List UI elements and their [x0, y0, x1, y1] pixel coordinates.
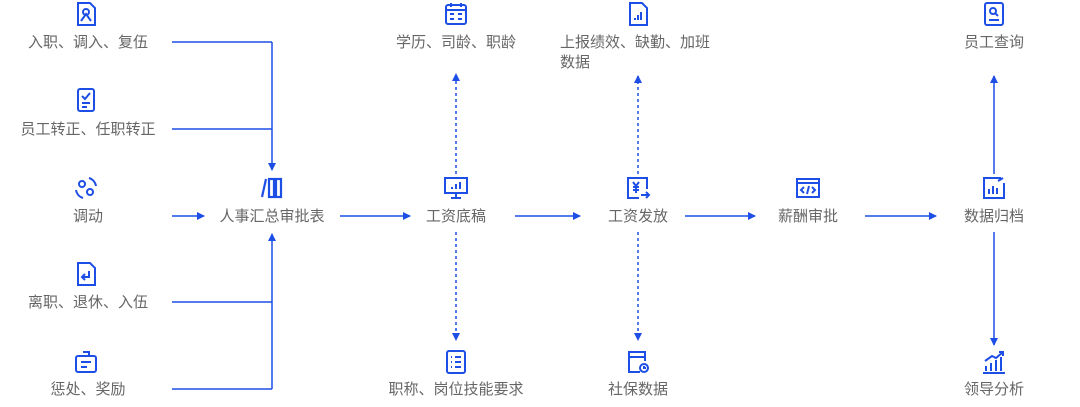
growth-chart-icon: [983, 351, 1005, 374]
transfer-cycle-icon: [75, 177, 97, 199]
input-label: 调动: [72, 207, 104, 225]
list-document-icon: [446, 350, 466, 374]
monitor-chart-icon: [444, 177, 468, 199]
side-node-label: 社保数据: [607, 380, 669, 398]
yen-transfer-icon: [627, 177, 651, 199]
flow-node-archive: 数据归档: [963, 207, 1025, 225]
flow-node-salary-draft: 工资底稿: [425, 207, 487, 225]
side-node-label: 职称、岗位技能要求: [388, 380, 524, 398]
search-document-icon: [984, 2, 1004, 26]
report-document-icon: [629, 2, 648, 26]
input-label: 员工转正、任职转正: [20, 120, 156, 138]
flow-node-pay-approval: 薪酬审批: [777, 207, 839, 225]
exit-document-icon: [77, 262, 96, 286]
flow-node-hr-summary: 人事汇总审批表: [219, 207, 325, 225]
input-label: 离职、退休、入伍: [27, 293, 149, 311]
badge-icon: [75, 351, 97, 373]
social-security-icon: [628, 351, 649, 373]
person-document-icon: [77, 2, 96, 26]
bar-chart-icon: [983, 177, 1005, 199]
side-node-label: 学历、司龄、职龄: [395, 33, 517, 51]
input-label: 入职、调入、复伍: [27, 33, 149, 51]
checklist-icon: [77, 88, 95, 112]
code-window-icon: [796, 178, 820, 198]
binders-icon: [260, 177, 283, 199]
input-label: 惩处、奖励: [50, 380, 126, 398]
flow-node-payout: 工资发放: [607, 207, 669, 225]
side-node-label: 领导分析: [963, 380, 1025, 398]
calendar-icon: [445, 3, 467, 25]
side-node-label: 员工查询: [963, 33, 1025, 51]
side-node-label: 上报绩效、缺勤、加班数据: [560, 33, 711, 71]
